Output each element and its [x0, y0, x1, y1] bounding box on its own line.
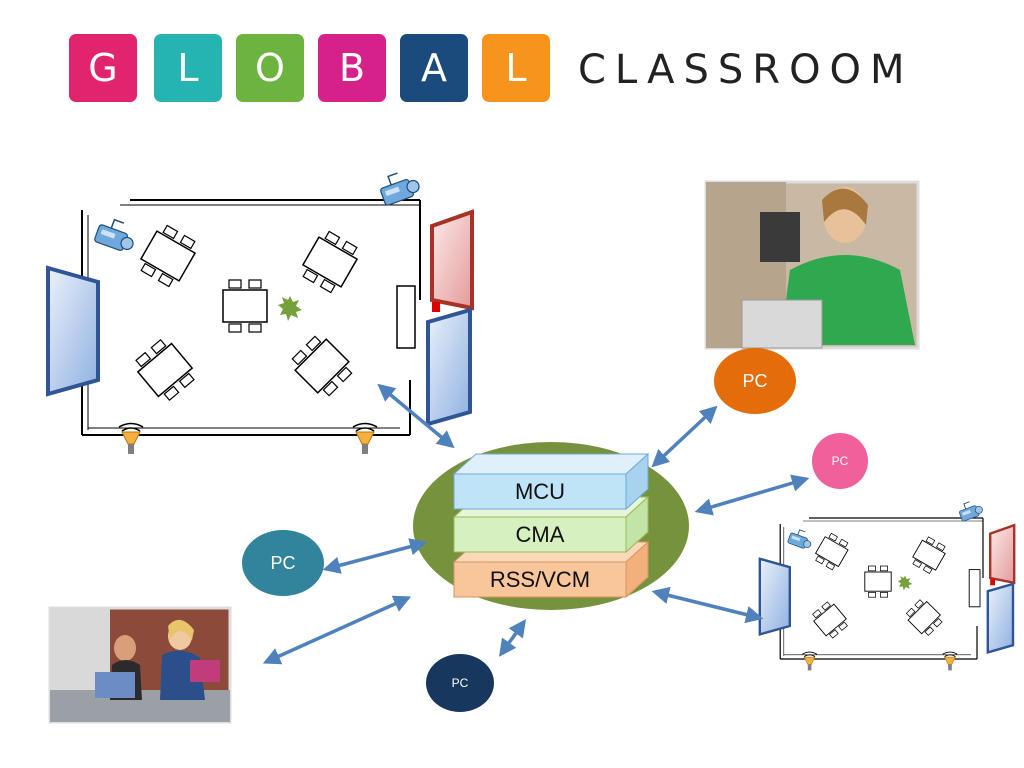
logo-tile-l2: L — [482, 34, 550, 102]
arrow-students-hub — [262, 595, 412, 665]
connection-arrows — [262, 383, 810, 665]
logo-tile-b: B — [318, 34, 386, 102]
hub-layer-cma: CMA — [515, 521, 565, 547]
pc-node-pink: PC — [812, 433, 868, 489]
arrow-pc-teal-hub — [322, 538, 428, 574]
logo-word: CLASSROOM — [578, 47, 914, 93]
hub-layer-mcu: MCU — [514, 478, 566, 504]
logo-tile-a: A — [400, 34, 468, 102]
logo-tile-g: G — [69, 34, 137, 102]
logo-tile-o: O — [236, 34, 304, 102]
arrow-pc-pink-hub — [694, 474, 810, 516]
classroom-remote — [760, 499, 1014, 671]
pc-node-navy: PC — [426, 654, 494, 712]
photo-woman-laptop — [704, 180, 920, 350]
arrow-classroom-hub — [377, 383, 455, 449]
arrow-pc-orange-hub — [651, 405, 718, 468]
hub-stack-shape — [452, 452, 650, 599]
arrow-remote-classroom-hub — [651, 586, 764, 624]
pc-node-orange: PC — [714, 348, 796, 414]
arrow-pc-navy-hub — [498, 619, 527, 657]
logo-tile-l: L — [154, 34, 222, 102]
hub-layer-rss-vcm: RSS/VCM — [489, 566, 591, 592]
photo-students — [48, 606, 232, 724]
pc-node-teal: PC — [242, 530, 324, 596]
